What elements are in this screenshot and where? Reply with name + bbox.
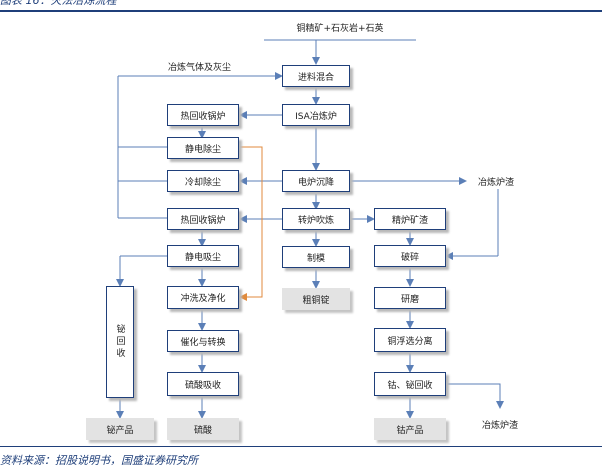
co-to-slag <box>446 383 504 409</box>
top-rule <box>0 10 602 12</box>
node-grinding[interactable]: 研磨 <box>374 287 446 309</box>
node-catalytic-conversion[interactable]: 催化与转换 <box>167 330 239 352</box>
node-slag-concentrate[interactable]: 精炉矿渣 <box>374 208 446 230</box>
node-esp-1[interactable]: 静电除尘 <box>167 137 239 159</box>
label-gas-dust: 冶炼气体及灰尘 <box>168 63 232 73</box>
node-refine[interactable]: 制模 <box>282 246 350 268</box>
node-converter[interactable]: 转炉吹炼 <box>282 208 350 230</box>
node-esp-2[interactable]: 静电吸尘 <box>167 245 239 267</box>
label-slag-right: 冶炼炉渣 <box>478 178 515 188</box>
node-flotation[interactable]: 铜浮选分离 <box>374 328 446 352</box>
node-cobalt-product[interactable]: 钴产品 <box>374 418 446 440</box>
node-heat-recovery-2[interactable]: 热回收锅炉 <box>167 208 239 230</box>
label-slag-bottom: 冶炼炉渣 <box>482 421 519 431</box>
node-heat-recovery-1[interactable]: 热回收锅炉 <box>167 104 239 126</box>
esp1-to-wash-feedback <box>239 146 263 301</box>
node-sulfuric-acid[interactable]: 硫酸 <box>167 418 239 440</box>
bismuth-recovery-label: 铋回收 <box>114 324 125 360</box>
node-feed-mix[interactable]: 进料混合 <box>282 65 350 87</box>
node-electric-furnace[interactable]: 电炉沉降 <box>282 170 350 192</box>
feed-input-label: 铜精矿+石灰岩+石英 <box>264 15 416 39</box>
node-bismuth-product[interactable]: 铋产品 <box>86 418 154 440</box>
figure-caption: 图表 16：火法冶炼流程 <box>0 0 117 7</box>
node-cooling[interactable]: 冷却除尘 <box>167 170 239 192</box>
node-acid-absorption[interactable]: 硫酸吸收 <box>167 372 239 396</box>
node-isa-furnace[interactable]: ISA冶炼炉 <box>282 104 350 126</box>
node-blister-copper[interactable]: 粗铜锭 <box>282 288 350 310</box>
bottom-rule <box>0 446 602 447</box>
node-crushing[interactable]: 破碎 <box>374 245 446 267</box>
node-bismuth-recovery[interactable]: 铋回收 <box>106 286 134 398</box>
node-wash-purify[interactable]: 冲洗及净化 <box>167 286 239 309</box>
source-note: 资料来源：招股说明书，国盛证券研究所 <box>0 454 198 467</box>
node-cobalt-recovery[interactable]: 钴、铋回收 <box>374 372 446 396</box>
